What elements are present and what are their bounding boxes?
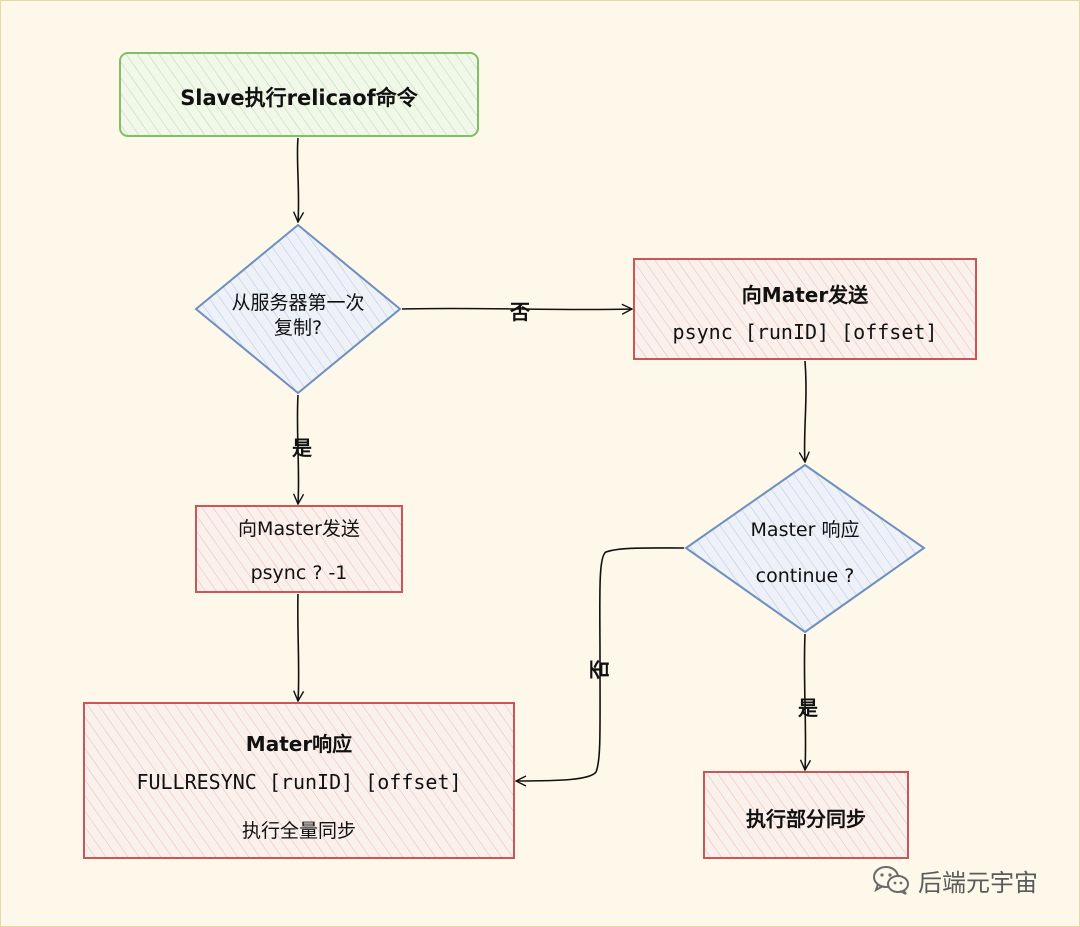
master-continue-line1: Master 响应	[750, 519, 860, 541]
edge-first-no	[401, 308, 632, 309]
edge-continue-no	[516, 547, 685, 781]
watermark: 后端元宇宙	[872, 862, 1038, 898]
start-node	[119, 52, 479, 137]
watermark-text: 后端元宇宙	[918, 868, 1038, 897]
send-psync-runid-cmd: psync [runID] [offset]	[672, 320, 938, 344]
partial-sync-label: 执行部分同步	[746, 807, 866, 831]
send-psync-runid-title: 向Mater发送	[741, 283, 869, 307]
send-psync-full-title: 向Master发送	[238, 518, 360, 540]
master-fullresync-desc: 执行全量同步	[241, 820, 356, 842]
master-fullresync-node	[83, 702, 515, 859]
edge-label-first-yes: 是	[292, 436, 312, 460]
edge-continue-yes	[804, 633, 805, 770]
edge-psync-full-to-fullresync	[298, 593, 299, 701]
edge-label-continue-yes: 是	[798, 696, 818, 720]
first-copy-label-line2: 复制?	[273, 317, 323, 339]
start-label: Slave执行relicaof命令	[180, 86, 418, 110]
first-copy-label-line1: 从服务器第一次	[231, 292, 365, 314]
master-continue-line2: continue ?	[755, 565, 855, 587]
send-psync-runid-node	[633, 258, 977, 360]
send-psync-full-cmd: psync ? -1	[250, 562, 348, 584]
edge-label-first-no: 否	[510, 300, 530, 324]
decision-master-continue	[684, 463, 926, 634]
wechat-icon	[873, 866, 909, 895]
decision-first-copy	[194, 223, 402, 395]
partial-sync-node	[703, 771, 909, 859]
master-fullresync-title: Mater响应	[245, 732, 353, 756]
edge-label-continue-no: 否	[587, 659, 612, 680]
edge-start-to-decision	[297, 137, 298, 222]
edge-psync-runid-to-continue	[805, 360, 806, 462]
edge-first-yes	[297, 394, 298, 504]
master-fullresync-cmd: FULLRESYNC [runID] [offset]	[136, 770, 462, 794]
send-psync-full-node	[195, 505, 403, 593]
